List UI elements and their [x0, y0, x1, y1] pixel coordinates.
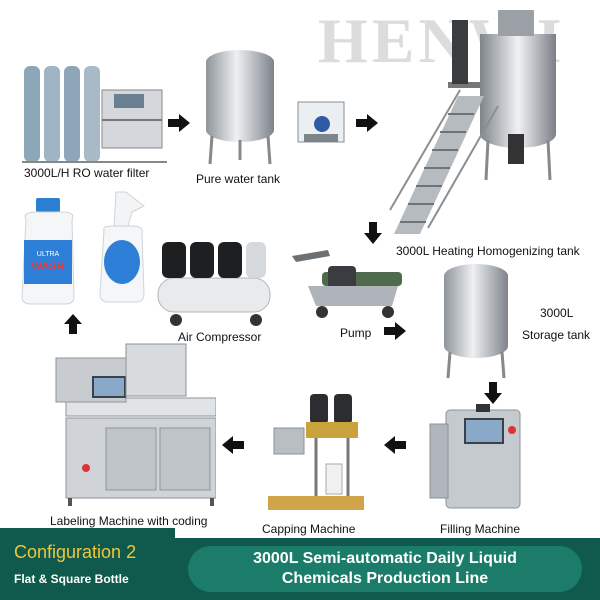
filling-machine-label: Filling Machine	[440, 522, 521, 536]
configuration-subtitle: Flat & Square Bottle	[14, 572, 129, 586]
arrow-down-icon	[364, 222, 382, 244]
pure-tank-label: Pure water tank	[196, 172, 281, 186]
pump-image	[292, 250, 402, 318]
storage-tank-label: Storage tank	[522, 328, 591, 342]
title-line-2: Chemicals Production Line	[281, 570, 489, 587]
configuration-panel	[0, 528, 175, 600]
ro-water-filter-image	[22, 66, 167, 163]
storage-capacity-label: 3000L	[540, 306, 574, 320]
arrow-down-icon	[484, 382, 502, 404]
title-line-1: 3000L Semi-automatic Daily Liquid	[253, 550, 517, 567]
capping-machine-image	[268, 394, 364, 510]
pump-label: Pump	[340, 326, 372, 340]
bottle-brand-text: ULTRA	[37, 251, 60, 258]
pure-water-tank-image	[206, 50, 274, 165]
production-line-title: 3000L Semi-automatic Daily Liquid Chemic…	[188, 546, 582, 592]
detergent-bottle-image: ULTRA WASH	[21, 198, 75, 305]
labeling-machine-image	[55, 343, 216, 506]
heating-homogenizing-tank-image	[389, 10, 556, 234]
ro-filter-label: 3000L/H RO water filter	[24, 166, 150, 180]
arrow-right-icon	[168, 114, 190, 132]
bottle-wash-text: WASH	[32, 261, 65, 273]
configuration-title: Configuration 2	[14, 542, 137, 562]
arrow-left-icon	[384, 436, 406, 454]
arrow-right-icon	[384, 322, 406, 340]
filling-machine-image	[429, 404, 521, 509]
air-compressor-label: Air Compressor	[178, 330, 262, 344]
heating-tank-label: 3000L Heating Homogenizing tank	[396, 244, 580, 258]
arrow-up-icon	[64, 314, 82, 334]
cleaner-bottle-image	[99, 191, 145, 303]
labeling-machine-label: Labeling Machine with coding	[50, 514, 208, 528]
arrow-right-icon	[356, 114, 378, 132]
transfer-pump-image	[297, 101, 345, 143]
air-compressor-image	[157, 242, 271, 326]
capping-machine-label: Capping Machine	[262, 522, 356, 536]
storage-tank-image	[444, 264, 508, 379]
arrow-left-icon	[222, 436, 244, 454]
